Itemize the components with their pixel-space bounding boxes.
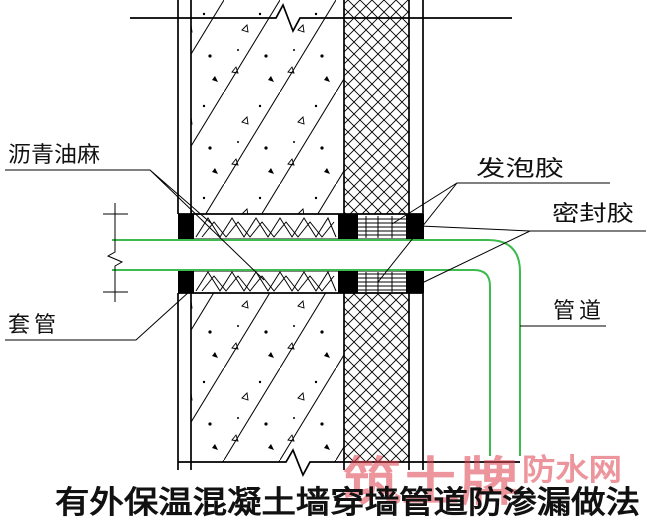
pipe-inner-wall — [112, 269, 491, 456]
callout-asphalt-oakum: 沥青油麻 — [5, 143, 265, 281]
pipe — [112, 239, 521, 456]
label-foam-glue: 发泡胶 — [476, 157, 564, 182]
label-sealant: 密封胶 — [552, 202, 634, 227]
diagram-caption: 有外保温混凝土墙穿墙管道防渗漏做法 — [55, 485, 640, 521]
leader-sealant — [419, 225, 646, 284]
concrete-wall — [191, 0, 344, 462]
watermark-logo: 筑土牌 防水网 — [343, 453, 622, 513]
top-break-line — [130, 2, 512, 34]
callout-sealant: 密封胶 — [419, 202, 646, 284]
sealant-blocks — [178, 214, 424, 293]
callout-foam-glue: 发泡胶 — [377, 157, 610, 283]
leader-foam-glue — [377, 182, 610, 283]
leader-sleeve — [5, 290, 191, 341]
pipe-outer-wall — [112, 239, 521, 456]
bottom-break-line — [178, 448, 520, 478]
watermark-brand: 筑土牌 — [343, 453, 518, 513]
watermark-site: 防水网 — [522, 453, 622, 488]
insulation-layer — [344, 0, 409, 462]
pipe-section-break-mark — [103, 203, 128, 302]
leader-asphalt-oakum — [5, 169, 265, 281]
wall-edges — [177, 0, 424, 470]
label-asphalt-oakum: 沥青油麻 — [8, 143, 100, 168]
